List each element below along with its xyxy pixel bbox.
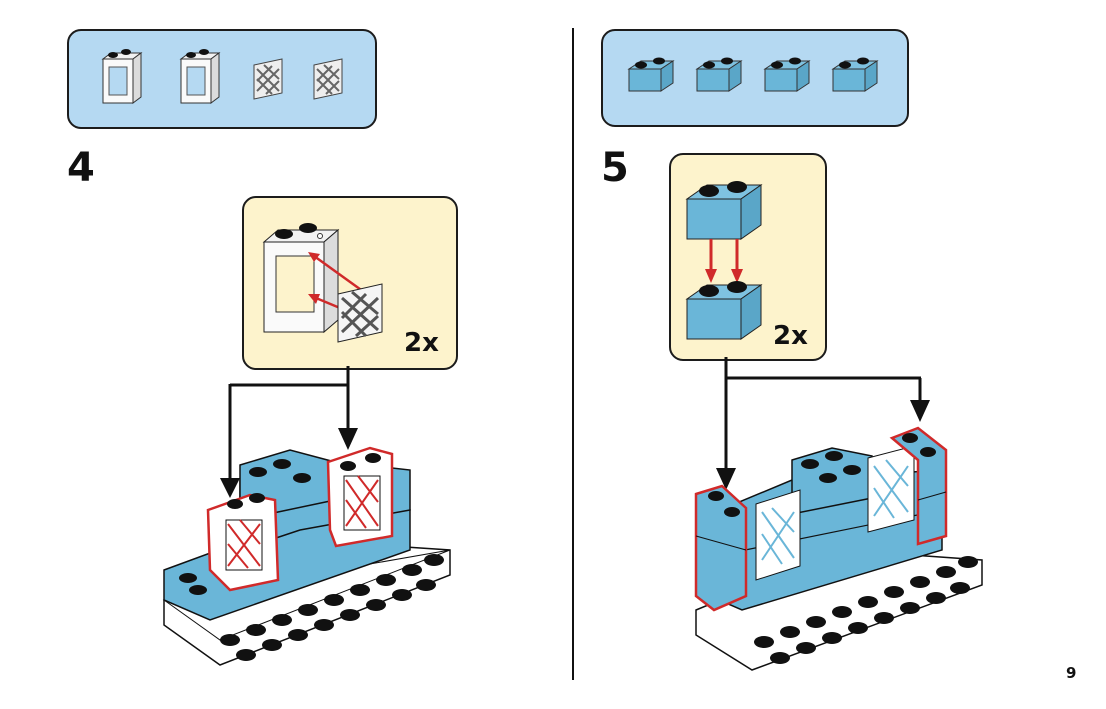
step5-parts-panel bbox=[601, 29, 909, 127]
new-brick-column-right bbox=[889, 426, 948, 546]
brick-1x2-icon bbox=[695, 57, 743, 92]
brick-top-illustration bbox=[685, 181, 763, 240]
window-frame-illustration bbox=[262, 223, 340, 334]
step4-parts-panel bbox=[67, 29, 377, 129]
window-frame-icon bbox=[179, 49, 221, 104]
step4-model bbox=[162, 446, 451, 666]
brick-1x2-icon bbox=[763, 57, 811, 92]
brick-bottom-illustration bbox=[685, 281, 763, 340]
step5-subassembly-callout: 2x bbox=[669, 153, 827, 361]
window-frame-icon bbox=[101, 49, 143, 104]
brick-1x2-icon bbox=[627, 57, 675, 92]
stack-arrows bbox=[705, 239, 743, 283]
lattice-pane-icon bbox=[313, 58, 343, 100]
step-divider bbox=[572, 28, 574, 680]
lattice-pane-illustration bbox=[337, 283, 383, 343]
lattice-pane-icon bbox=[253, 58, 283, 100]
quantity-label: 2x bbox=[404, 328, 439, 358]
plate-studs bbox=[220, 554, 444, 661]
step4-subassembly-callout: 2x bbox=[242, 196, 458, 370]
step-number: 5 bbox=[601, 145, 629, 191]
new-brick-column-left bbox=[694, 484, 748, 612]
step5-model bbox=[694, 426, 983, 671]
plate-studs bbox=[754, 556, 978, 664]
page-number: 9 bbox=[1066, 664, 1077, 682]
brick-1x2-icon bbox=[831, 57, 879, 92]
step-number: 4 bbox=[67, 145, 95, 191]
quantity-label: 2x bbox=[773, 321, 808, 351]
